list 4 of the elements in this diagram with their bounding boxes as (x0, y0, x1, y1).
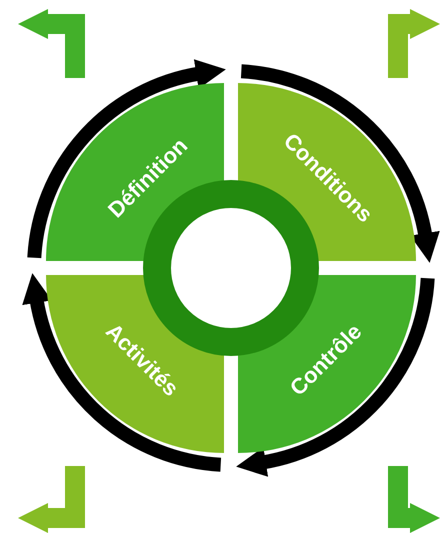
cycle-arrow (236, 278, 435, 476)
cycle-arrow (22, 273, 222, 472)
cycle-arrow (27, 60, 226, 258)
cycle-arrow (240, 64, 440, 263)
